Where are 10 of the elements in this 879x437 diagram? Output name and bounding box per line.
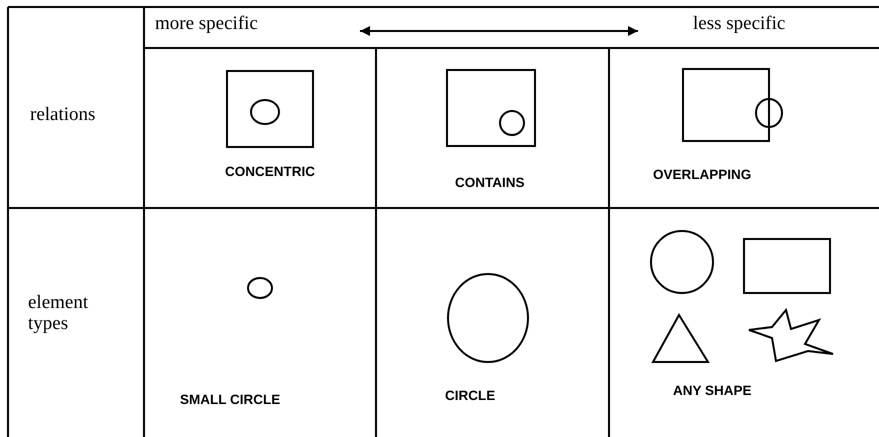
element-type-label: SMALL CIRCLE [180, 393, 280, 408]
element-type-label: ANY SHAPE [673, 384, 752, 399]
relation-label: CONTAINS [455, 176, 524, 191]
row-heading: element types [28, 293, 90, 335]
relation-label: CONCENTRIC [225, 165, 315, 180]
relation-label: OVERLAPPING [653, 168, 752, 183]
column-heading: more specific [155, 14, 258, 35]
column-heading: less specific [693, 14, 786, 35]
element-type-label: CIRCLE [445, 389, 496, 404]
row-heading: relations [30, 105, 96, 126]
